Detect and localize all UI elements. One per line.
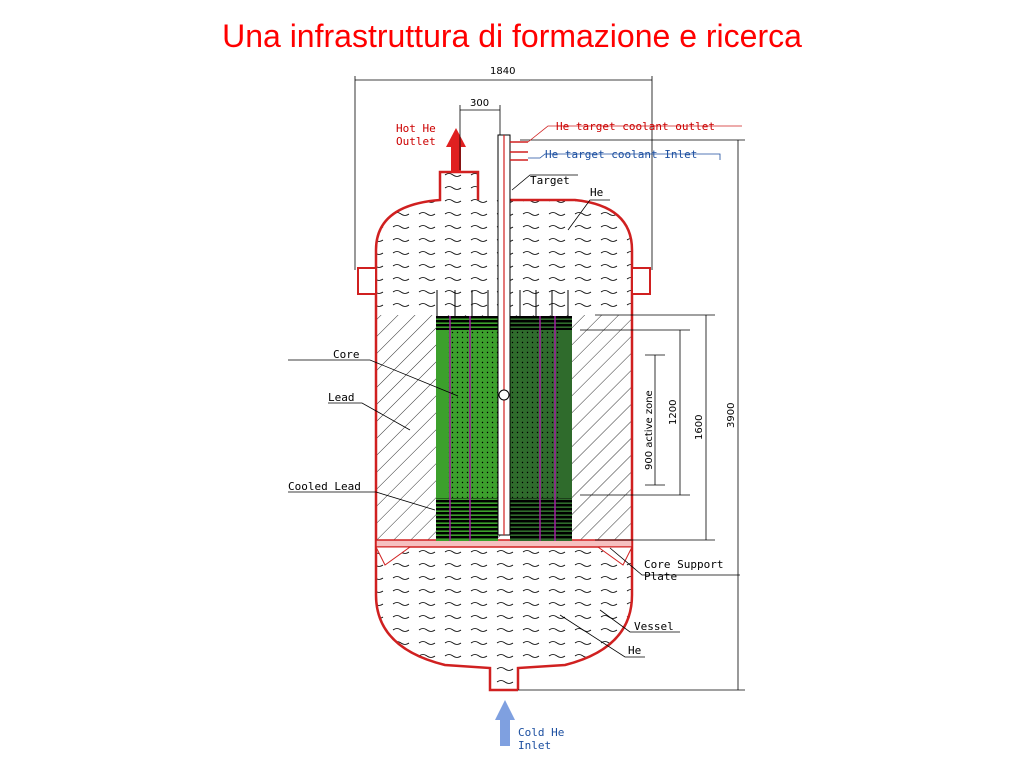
core-label: Core — [333, 348, 360, 361]
target-outlet-label: He target coolant outlet — [556, 120, 715, 133]
he-bottom-label: He — [628, 644, 641, 657]
dim-300: 300 — [470, 98, 489, 109]
hot-he-outlet-label-2: Outlet — [396, 135, 436, 148]
dimension-lines — [354, 76, 745, 691]
lead-label: Lead — [328, 391, 355, 404]
target-inlet-label: He target coolant Inlet — [545, 148, 697, 161]
hot-he-outlet-arrow — [446, 128, 466, 173]
core-support-label-2: Plate — [644, 570, 677, 583]
cold-he-inlet-label-2: Inlet — [518, 739, 551, 752]
dim-3900: 3900 — [726, 403, 737, 428]
dim-1200: 1200 — [668, 400, 679, 425]
page-title: Una infrastruttura di formazione e ricer… — [222, 18, 802, 54]
reactor-core — [436, 290, 572, 541]
target-tube — [497, 134, 528, 536]
cold-he-inlet-label-1: Cold He — [518, 726, 564, 739]
core-support-label-1: Core Support — [644, 558, 723, 571]
he-top-label: He — [590, 186, 603, 199]
dim-active-zone: 900 active zone — [644, 390, 655, 470]
hot-he-outlet-label-1: Hot He — [396, 122, 436, 135]
vessel-label: Vessel — [634, 620, 674, 633]
dim-1600: 1600 — [694, 415, 705, 440]
cooled-lead-label: Cooled Lead — [288, 480, 361, 493]
dim-1840: 1840 — [490, 66, 515, 77]
leader-lines — [288, 125, 742, 658]
target-label: Target — [530, 174, 570, 187]
cold-he-inlet-arrow — [495, 700, 515, 746]
